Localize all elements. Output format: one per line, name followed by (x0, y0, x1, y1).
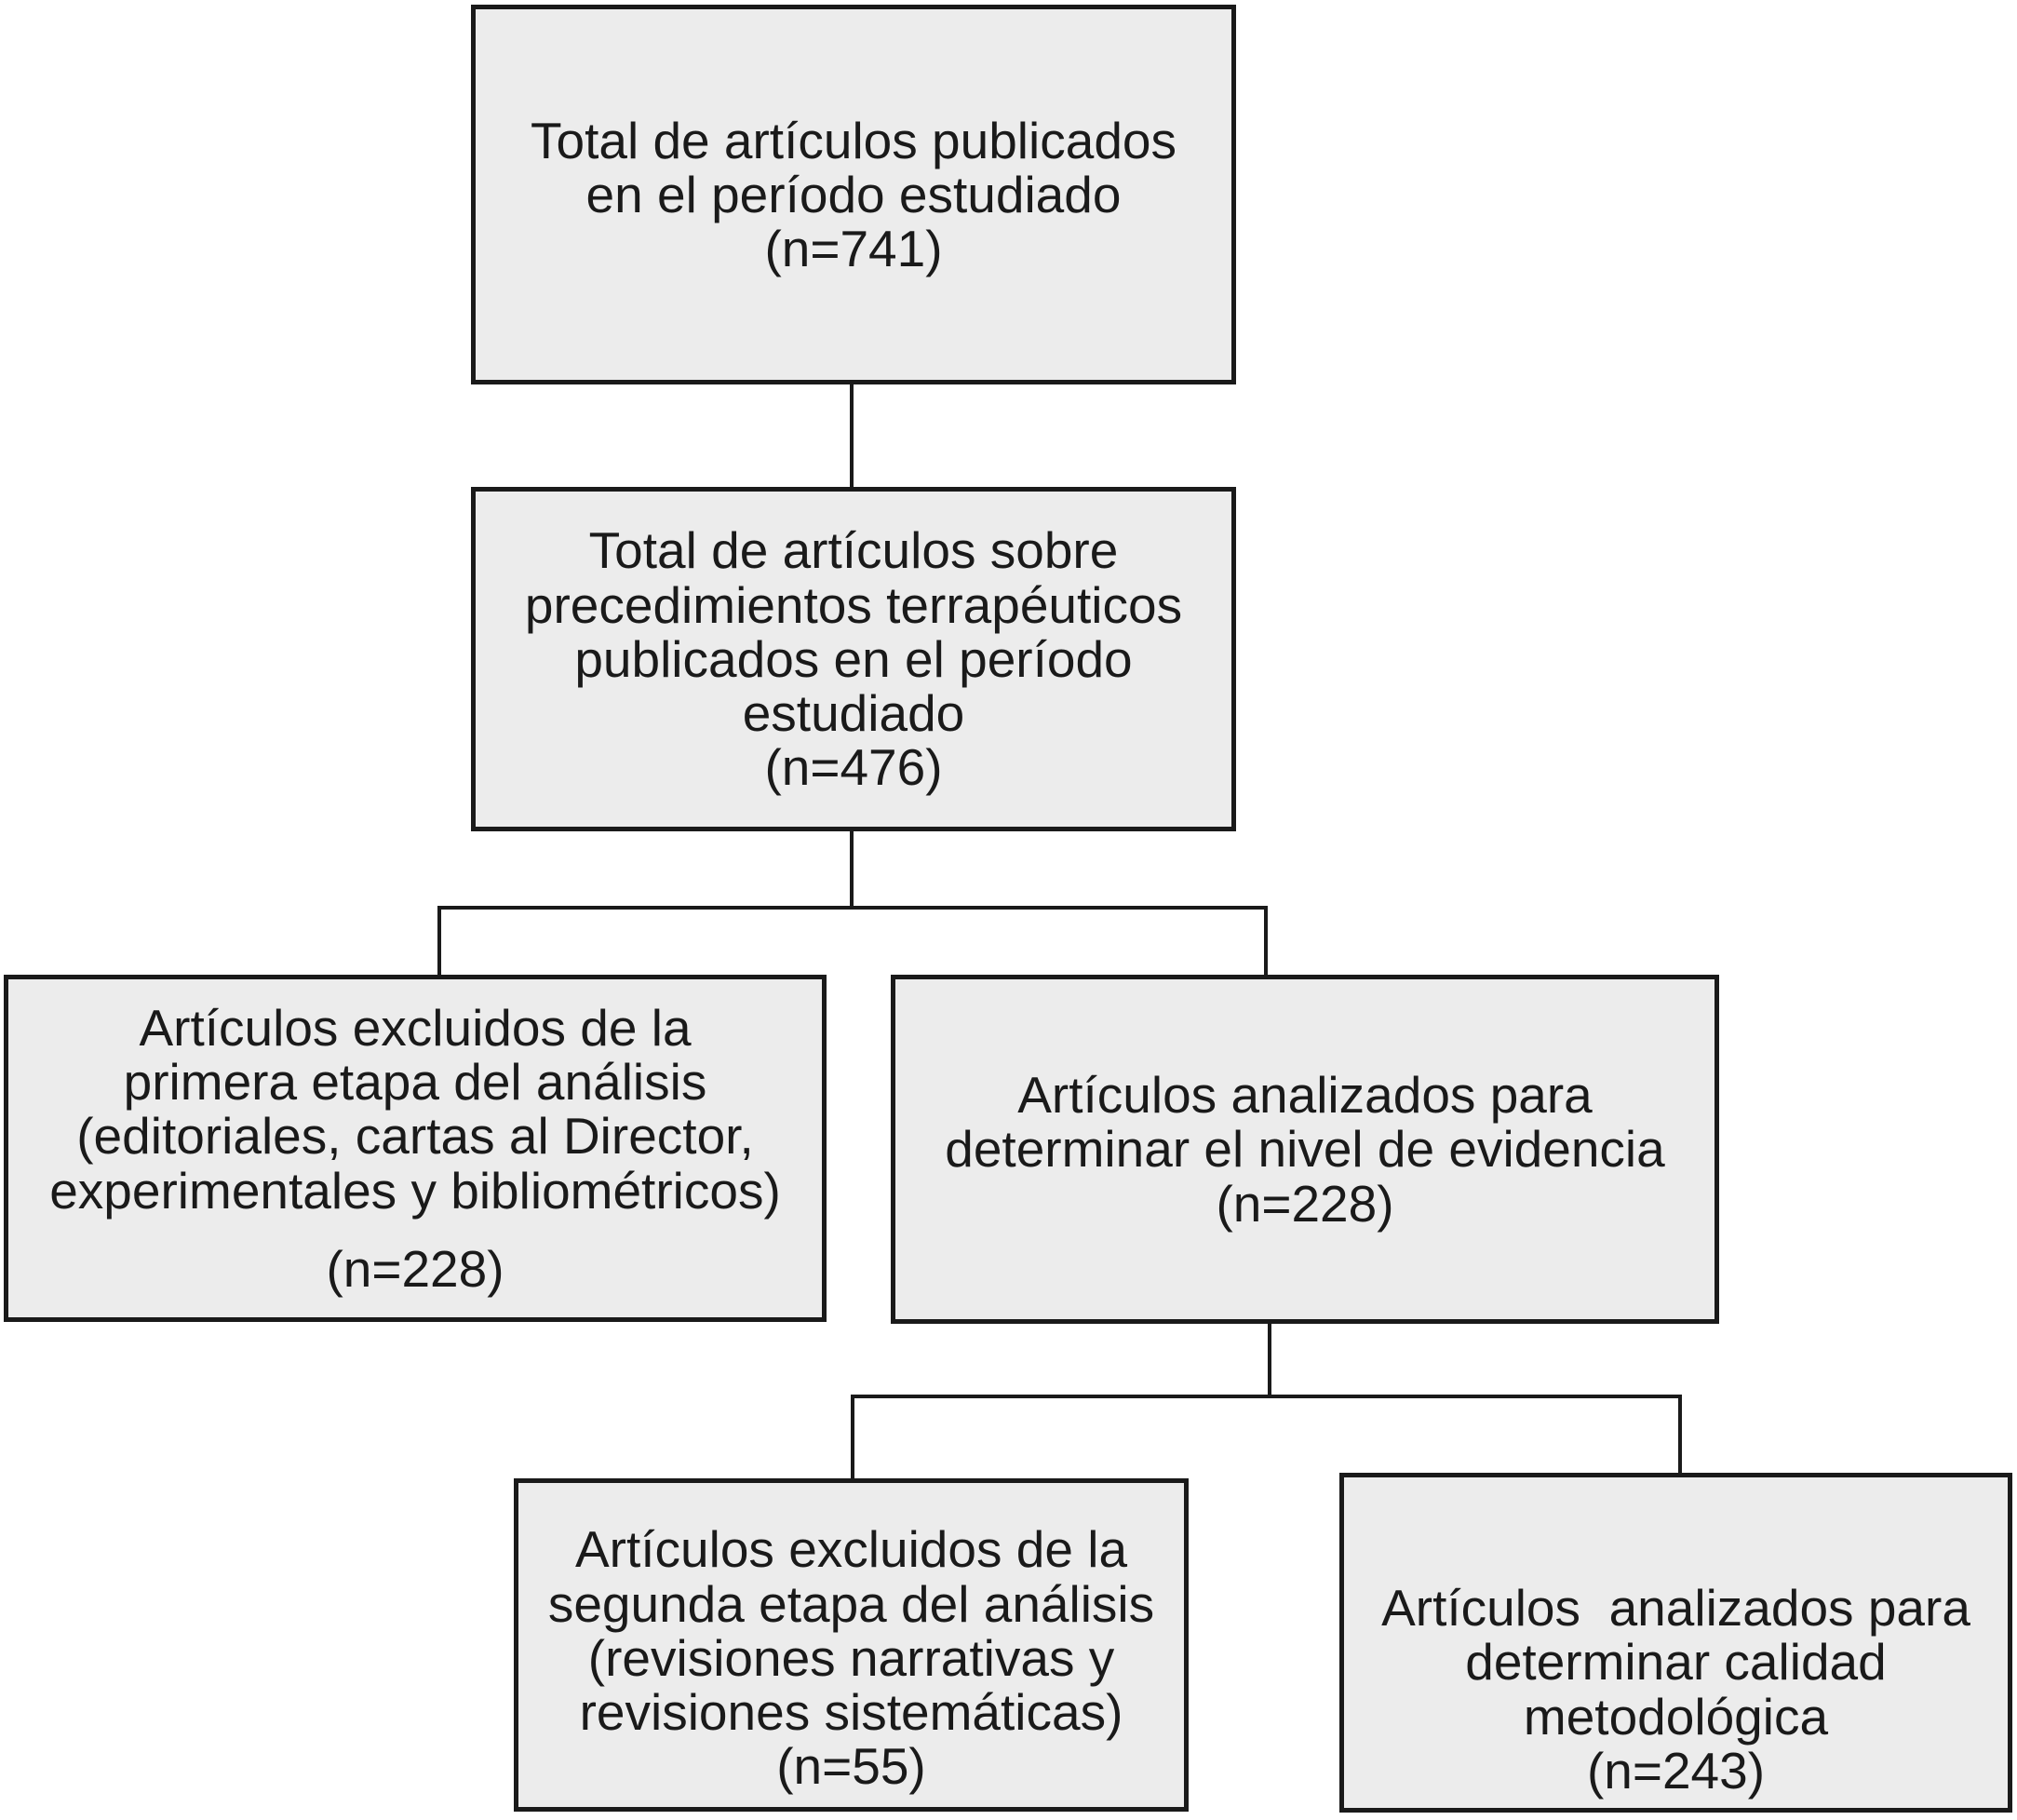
flow-box-n-count: (n=55) (776, 1737, 926, 1796)
flow-box-n-count: (n=741) (764, 220, 943, 278)
connector-branch2-left-drop (851, 1395, 854, 1478)
flow-box-analyzed-methodological-quality: Artículos analizados para determinar cal… (1339, 1473, 2012, 1813)
connector-branch2-right-drop (1678, 1395, 1682, 1473)
connector-branch1-right-drop (1264, 906, 1268, 978)
flow-box-text: Artículos excluidos de la segunda etapa … (547, 1520, 1155, 1742)
connector-branch1-horizontal (437, 906, 1268, 910)
flow-box-text: Total de artículos sobre precedimientos … (524, 521, 1183, 743)
connector-branch2-horizontal (851, 1395, 1682, 1398)
connector-branch1-left-drop (437, 906, 441, 978)
flow-box-total-therapeutic-procedures: Total de artículos sobre precedimientos … (471, 487, 1236, 831)
flow-box-n-count: (n=228) (1216, 1174, 1394, 1233)
flow-box-analyzed-evidence-level: Artículos analizados para determinar el … (891, 975, 1719, 1324)
flow-box-n-count: (n=228) (326, 1239, 504, 1298)
connector-box1-to-box2 (850, 384, 854, 487)
flow-box-excluded-second-stage: Artículos excluidos de la segunda etapa … (514, 1478, 1189, 1812)
flow-box-text: Artículos analizados para determinar cal… (1381, 1578, 1970, 1746)
flow-box-total-published: Total de artículos publicados en el perí… (471, 5, 1236, 384)
flow-box-excluded-first-stage: Artículos excluidos de la primera etapa … (4, 975, 827, 1322)
flow-box-n-count: (n=476) (764, 738, 943, 797)
connector-box4-stem (1268, 1324, 1271, 1395)
flow-box-text: Total de artículos publicados en el perí… (530, 111, 1177, 223)
flow-box-n-count: (n=243) (1586, 1741, 1766, 1800)
flow-box-text: Artículos analizados para determinar el … (945, 1066, 1665, 1179)
connector-box2-stem (850, 831, 854, 910)
flow-box-text: Artículos excluidos de la primera etapa … (49, 998, 781, 1220)
